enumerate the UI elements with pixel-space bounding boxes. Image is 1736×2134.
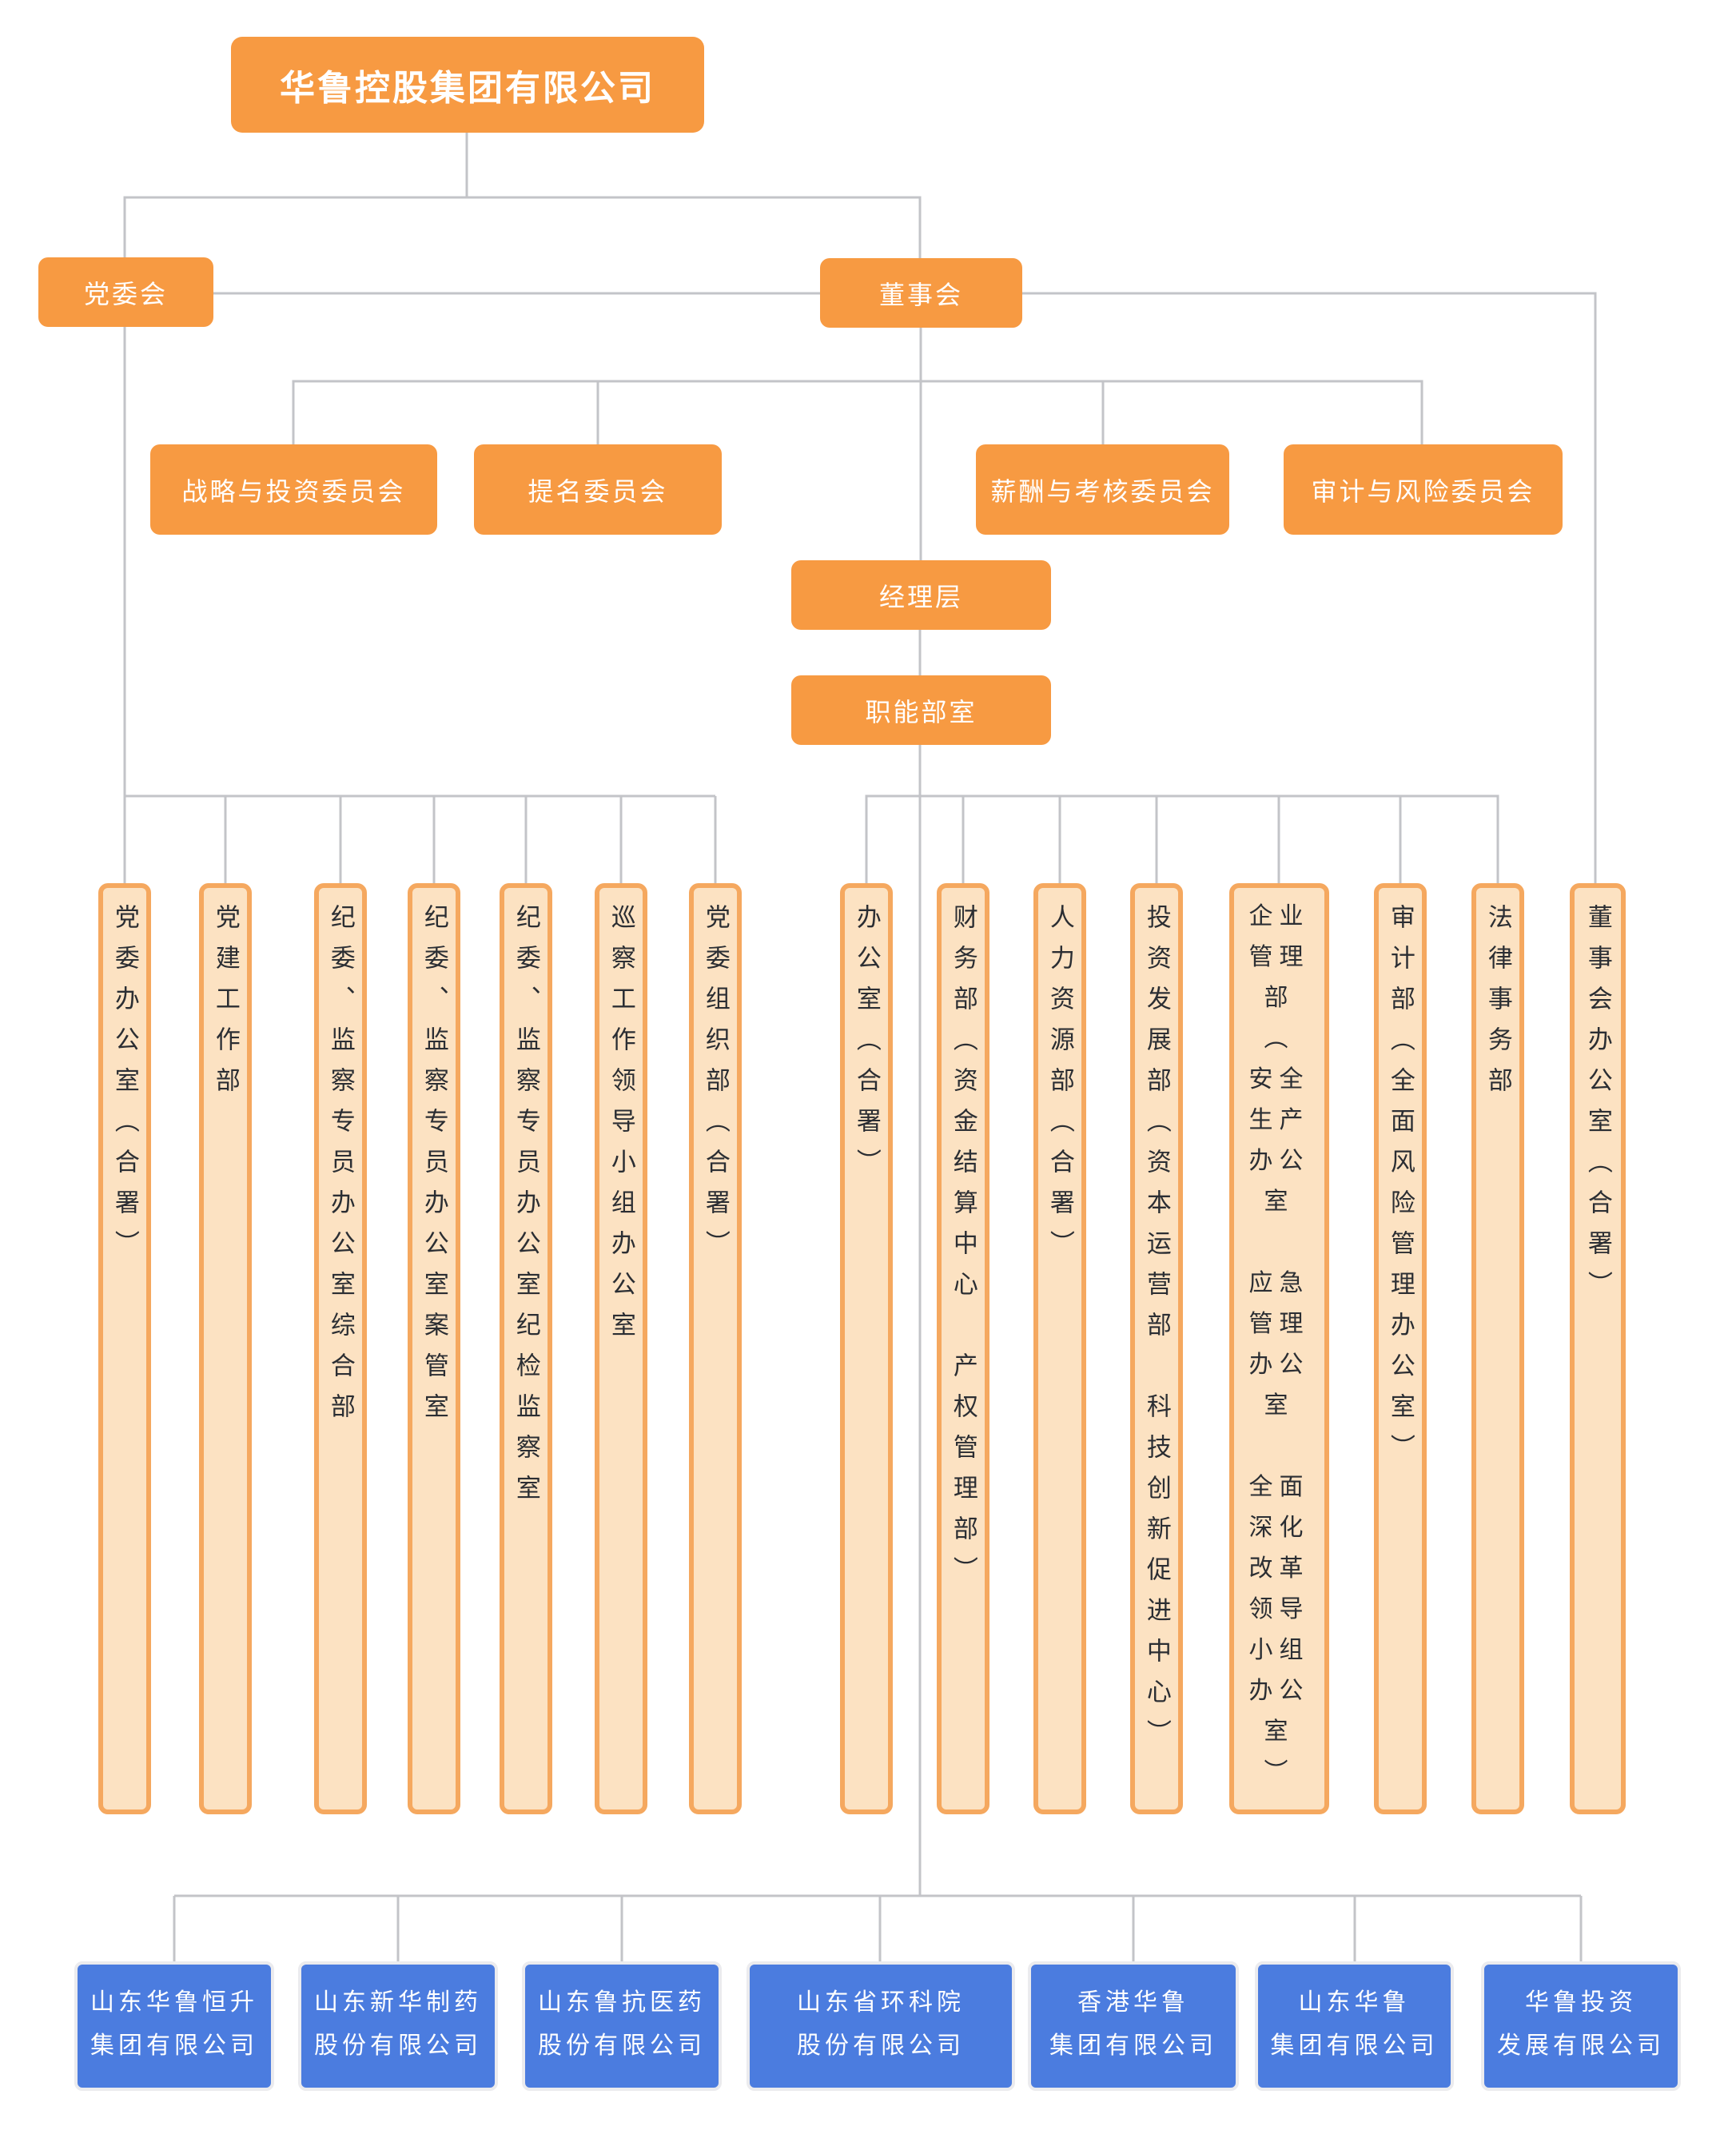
node-label: 提名委员会	[528, 476, 668, 506]
dept-label: 纪委、监察专员办公室综合部	[326, 904, 355, 1434]
node-label: 经理层	[878, 582, 963, 611]
node-functional-departments: 职能部室	[791, 675, 1051, 745]
node-label: 董事会	[878, 280, 963, 309]
dept-label: 法律事务部	[1483, 904, 1512, 1108]
node-audit-risk-committee: 审计与风险委员会	[1284, 444, 1563, 535]
dept-column-legal-affairs: 法律事务部	[1471, 883, 1524, 1814]
dept-column-human-resources: 人力资源部（合署）	[1033, 883, 1086, 1814]
dept-column-audit: 审计部（全面风险管理办公室）	[1374, 883, 1427, 1814]
dept-column-general-office: 办公室（合署）	[840, 883, 893, 1814]
subsidiary-xinhua-pharma: 山东新华制药 股份有限公司	[298, 1961, 498, 2091]
dept-column-investment-development: 投资发展部（资本运营部 科技创新促进中心）	[1130, 883, 1183, 1814]
node-label: 薪酬与考核委员会	[990, 476, 1215, 506]
company-title: 华鲁控股集团有限公司	[231, 37, 704, 133]
node-strategy-investment-committee: 战略与投资委员会	[150, 444, 437, 535]
dept-label: 党委办公室（合署）	[110, 904, 139, 1271]
subsidiary-label: 山东华鲁 集团有限公司	[1270, 1989, 1439, 2059]
dept-label: 党建工作部	[211, 904, 240, 1108]
dept-column-board-office: 董事会办公室（合署）	[1570, 883, 1626, 1814]
subsidiary-environment-academy: 山东省环科院 股份有限公司	[747, 1961, 1015, 2091]
dept-column-finance: 财务部（资金结算中心 产权管理部）	[937, 883, 989, 1814]
node-label: 审计与风险委员会	[1311, 476, 1535, 506]
dept-label: 纪委、监察专员办公室纪检监察室	[512, 904, 540, 1515]
dept-label: 审计部（全面风险管理办公室）	[1386, 904, 1415, 1475]
dept-label: 巡察工作领导小组办公室	[607, 904, 635, 1352]
company-title-label: 华鲁控股集团有限公司	[280, 69, 655, 108]
dept-column-discipline-case: 纪委、监察专员办公室案管室	[408, 883, 460, 1814]
dept-column-party-office: 党委办公室（合署）	[98, 883, 151, 1814]
subsidiary-hualu-hengsheng: 山东华鲁恒升 集团有限公司	[74, 1961, 274, 2091]
subsidiary-label: 华鲁投资 发展有限公司	[1497, 1989, 1665, 2059]
dept-label: 人力资源部（合署）	[1045, 904, 1074, 1271]
node-management-layer: 经理层	[791, 560, 1051, 630]
dept-column-patrol-office: 巡察工作领导小组办公室	[595, 883, 647, 1814]
subsidiary-label: 山东新华制药 股份有限公司	[314, 1989, 482, 2059]
dept-label: 办公室（合署）	[852, 904, 881, 1189]
node-nomination-committee: 提名委员会	[474, 444, 722, 535]
node-party-committee: 党委会	[38, 257, 213, 327]
node-board: 董事会	[820, 258, 1022, 328]
subsidiary-label: 山东省环科院 股份有限公司	[797, 1989, 965, 2059]
dept-label: 企业 管理 部 ︵ 安全 生产 办公 室 应急 管理 办公 室 全面 深化 改革…	[1248, 903, 1310, 1786]
subsidiary-label: 山东鲁抗医药 股份有限公司	[538, 1989, 706, 2059]
dept-column-party-organization: 党委组织部（合署）	[689, 883, 742, 1814]
subsidiary-label: 香港华鲁 集团有限公司	[1049, 1989, 1217, 2059]
dept-label: 纪委、监察专员办公室案管室	[420, 904, 448, 1434]
dept-column-party-building: 党建工作部	[199, 883, 252, 1814]
dept-label: 财务部（资金结算中心 产权管理部）	[949, 904, 977, 1597]
dept-label: 投资发展部（资本运营部 科技创新促进中心）	[1142, 904, 1171, 1760]
subsidiary-label: 山东华鲁恒升 集团有限公司	[90, 1989, 258, 2059]
node-label: 党委会	[83, 279, 168, 309]
dept-label: 党委组织部（合署）	[701, 904, 730, 1271]
dept-column-enterprise-management: 企业 管理 部 ︵ 安全 生产 办公 室 应急 管理 办公 室 全面 深化 改革…	[1229, 883, 1329, 1814]
node-label: 战略与投资委员会	[181, 476, 406, 506]
subsidiary-hongkong-hualu: 香港华鲁 集团有限公司	[1028, 1961, 1239, 2091]
dept-column-discipline-general: 纪委、监察专员办公室综合部	[314, 883, 367, 1814]
subsidiary-shandong-hualu: 山东华鲁 集团有限公司	[1255, 1961, 1454, 2091]
dept-column-discipline-inspection: 纪委、监察专员办公室纪检监察室	[500, 883, 552, 1814]
subsidiary-lukang-pharma: 山东鲁抗医药 股份有限公司	[522, 1961, 722, 2091]
node-compensation-appraisal-committee: 薪酬与考核委员会	[976, 444, 1229, 535]
node-label: 职能部室	[865, 697, 977, 727]
subsidiary-hualu-investment: 华鲁投资 发展有限公司	[1481, 1961, 1681, 2091]
dept-label: 董事会办公室（合署）	[1583, 904, 1612, 1312]
